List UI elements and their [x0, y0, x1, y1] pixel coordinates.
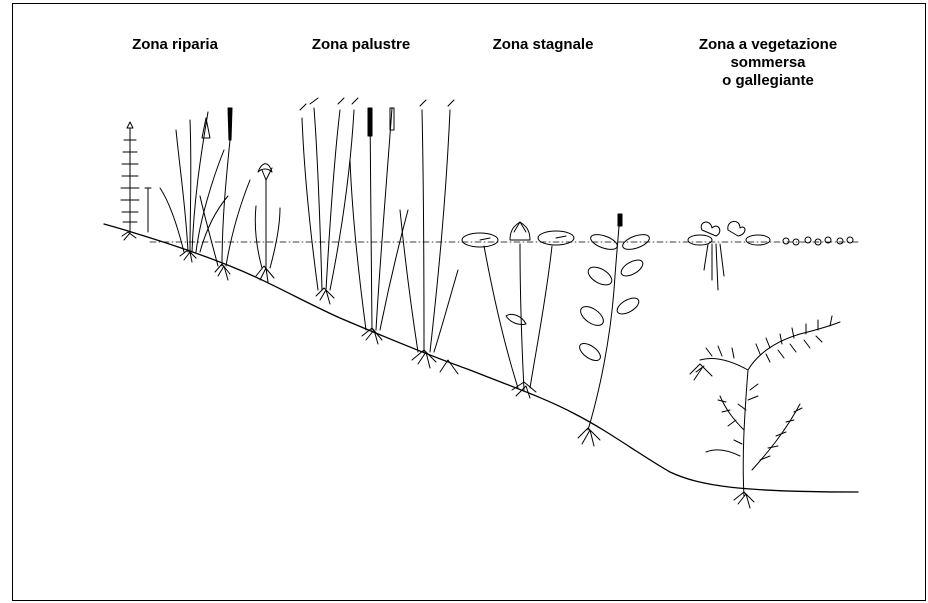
horsetail-plant [121, 122, 151, 240]
tall-reeds-palustre [300, 98, 458, 374]
water-lily [462, 222, 574, 398]
submerged-plants [690, 316, 840, 508]
pondweed [577, 214, 651, 446]
floating-plants [688, 221, 853, 290]
reed-clump-riparia [160, 108, 250, 280]
iris-plant [255, 164, 280, 282]
